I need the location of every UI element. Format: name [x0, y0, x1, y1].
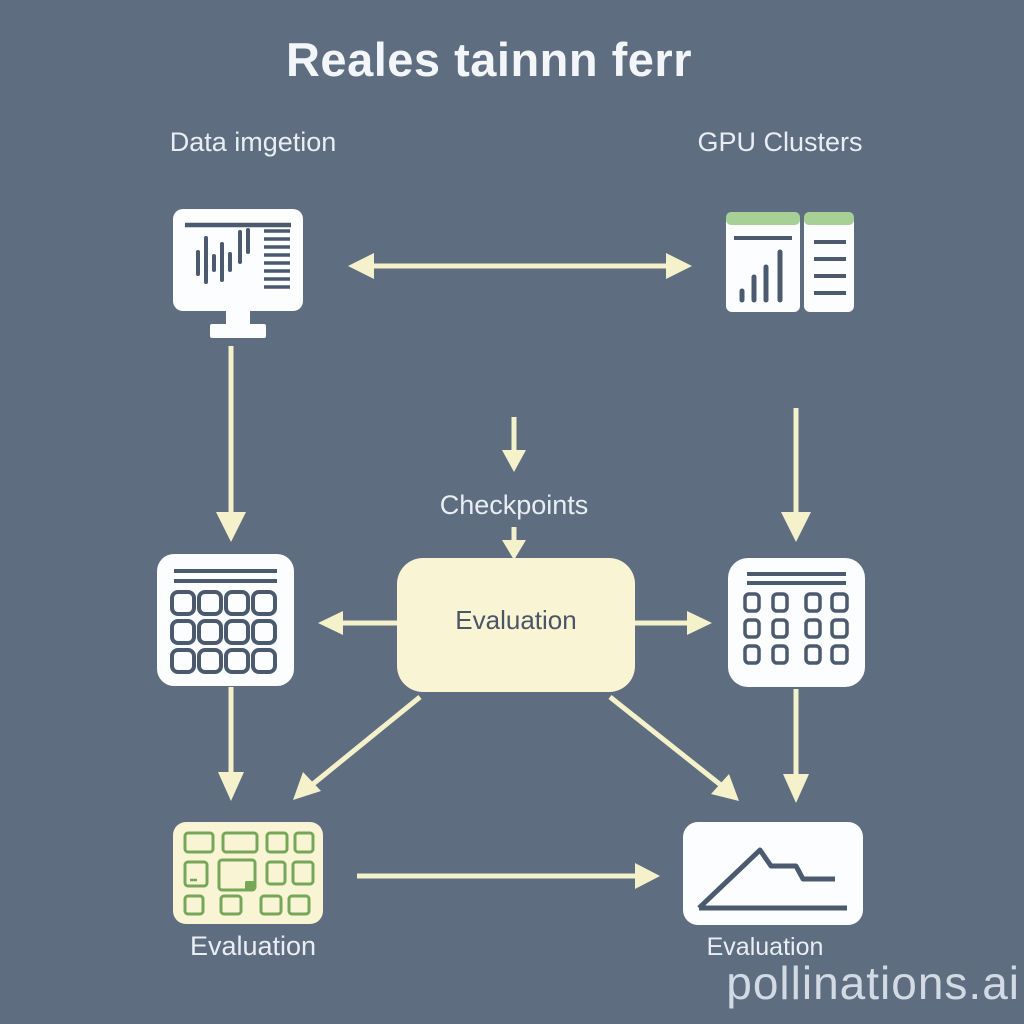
label-gpu-clusters: GPU Clusters [697, 127, 863, 157]
arrow-data-to-left-grid [216, 346, 246, 542]
arrow-right-grid-to-chart [783, 689, 809, 803]
arrow-left-grid-to-calendar [218, 687, 244, 801]
arrow-gpu-to-right-grid [781, 408, 811, 542]
arrow-calendar-to-chart [357, 863, 660, 889]
arrow-data-gpu-bidirectional [348, 253, 692, 279]
server-panels-icon [726, 212, 854, 312]
label-checkpoints: Checkpoints [439, 490, 589, 520]
grid-keypad-icon [728, 558, 865, 687]
evaluation-box: Evaluation [397, 558, 635, 692]
watermark: pollinations.ai [726, 957, 1020, 1009]
label-evaluation-left: Evaluation [189, 931, 317, 961]
arrow-box-to-calendar-diagonal [293, 695, 422, 800]
label-data-ingestion: Data imgetion [169, 127, 337, 157]
label-evaluation-right: Evaluation [706, 933, 824, 961]
arrow-box-to-left-grid [318, 611, 397, 635]
monitor-chart-icon [173, 209, 303, 338]
calendar-grid-icon [173, 822, 323, 924]
arrow-checkpoints-to-box [502, 527, 526, 560]
arrow-box-to-chart-diagonal [608, 695, 739, 801]
arrow-down-to-checkpoints [502, 417, 526, 472]
grid-keypad-icon [157, 554, 294, 686]
evaluation-box-label: Evaluation [455, 605, 577, 635]
line-chart-icon [683, 822, 863, 925]
arrow-box-to-right-grid [633, 611, 712, 635]
diagram-title: Reales tainnn ferr [285, 33, 693, 86]
